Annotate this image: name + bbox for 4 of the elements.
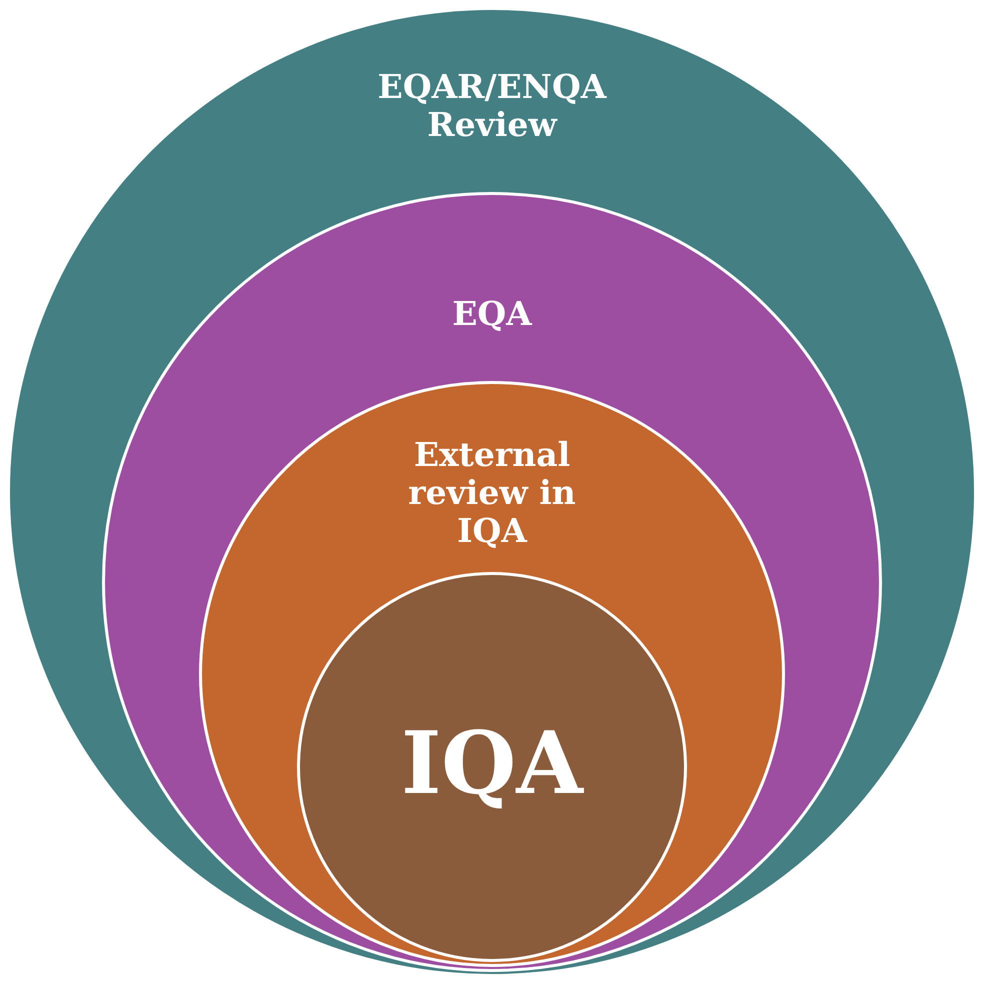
circle-label: EQAR/ENQA Review (377, 68, 607, 144)
circle-label: External review in IQA (407, 436, 577, 550)
circle-label: EQA (451, 295, 534, 333)
circle-label: IQA (400, 715, 585, 814)
